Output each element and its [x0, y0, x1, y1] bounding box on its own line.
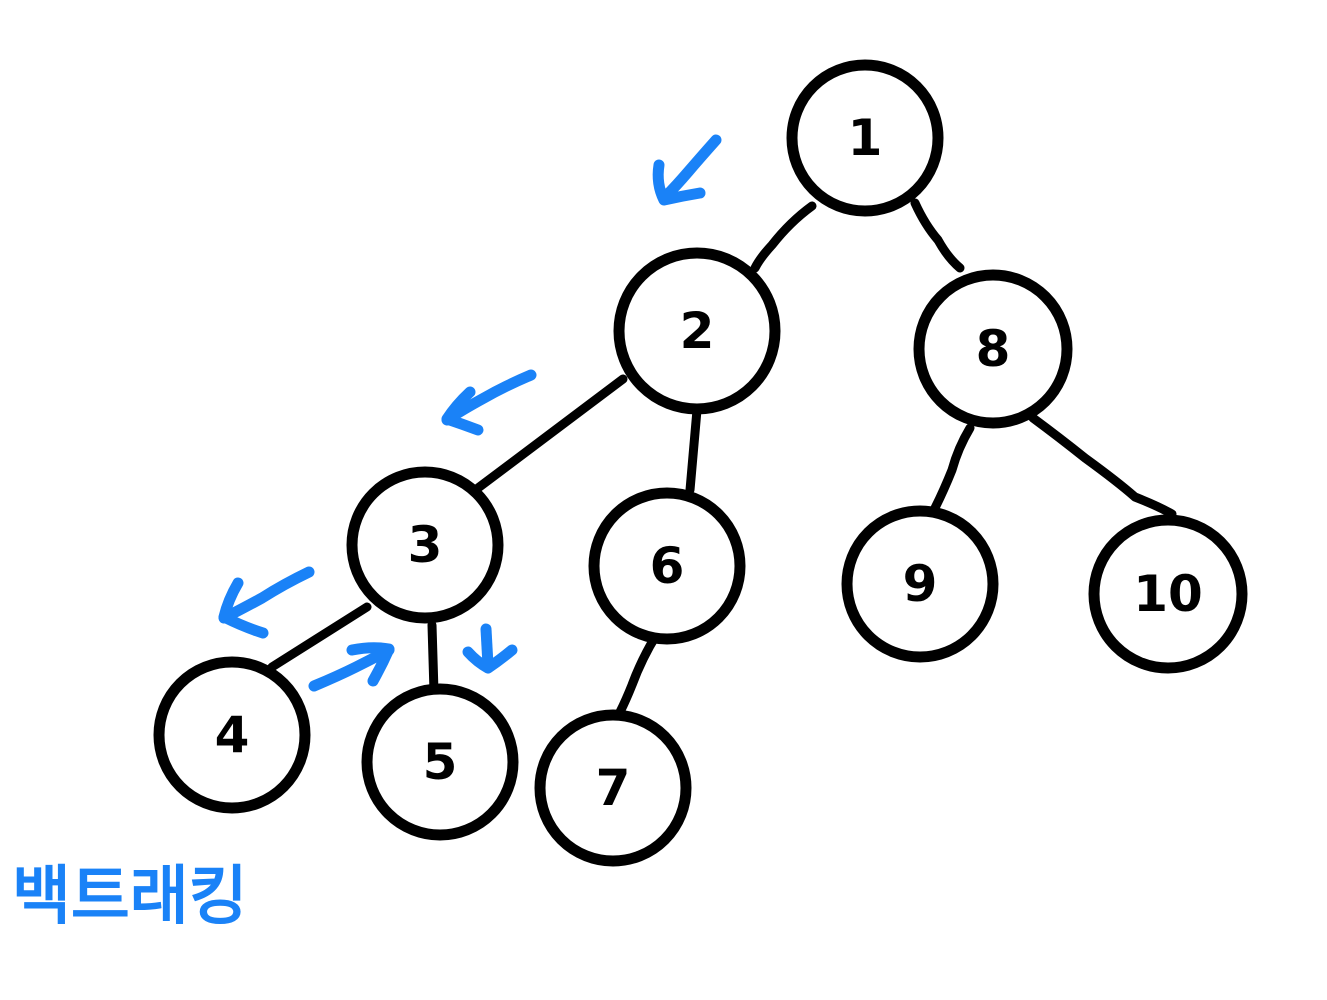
edge-3-4 — [267, 602, 372, 672]
edge-3-5 — [427, 620, 439, 697]
arrow-2-to-3-icon — [441, 369, 537, 436]
tree-node-2: 2 — [613, 247, 781, 415]
node-label-9: 9 — [903, 555, 938, 613]
node-label-5: 5 — [423, 733, 458, 791]
tree-node-7: 7 — [534, 709, 692, 867]
node-label-6: 6 — [650, 537, 685, 595]
tree-node-9: 9 — [841, 505, 999, 663]
edge-8-9 — [930, 423, 975, 513]
edge-6-7 — [615, 629, 662, 717]
tree-node-3: 3 — [346, 466, 504, 624]
arrow-3-to-4-icon — [218, 566, 315, 639]
edge-2-6 — [685, 405, 702, 495]
node-label-1: 1 — [848, 109, 883, 167]
arrow-1-to-2-icon — [652, 134, 722, 206]
edge-8-10 — [1028, 413, 1177, 519]
tree-node-8: 8 — [913, 269, 1073, 429]
tree-node-4: 4 — [153, 656, 311, 814]
traversal-arrows — [218, 134, 722, 692]
node-label-10: 10 — [1133, 565, 1203, 623]
node-label-7: 7 — [596, 759, 631, 817]
node-label-2: 2 — [680, 302, 715, 360]
edge-2-3 — [473, 374, 628, 493]
arrow-3-to-5-icon — [462, 623, 518, 674]
edge-1-2 — [750, 201, 817, 273]
tree-node-10: 10 — [1088, 514, 1248, 674]
caption-backtracking: 백트래킹 — [12, 860, 248, 934]
node-label-3: 3 — [408, 516, 443, 574]
arrow-4-to-5-icon — [308, 642, 395, 692]
node-label-8: 8 — [976, 320, 1011, 378]
tree-node-6: 6 — [588, 487, 746, 645]
tree-edges — [267, 198, 1177, 717]
tree-node-5: 5 — [361, 683, 519, 841]
node-label-4: 4 — [215, 706, 250, 764]
edge-1-8 — [910, 198, 965, 273]
tree-node-1: 1 — [786, 59, 944, 217]
